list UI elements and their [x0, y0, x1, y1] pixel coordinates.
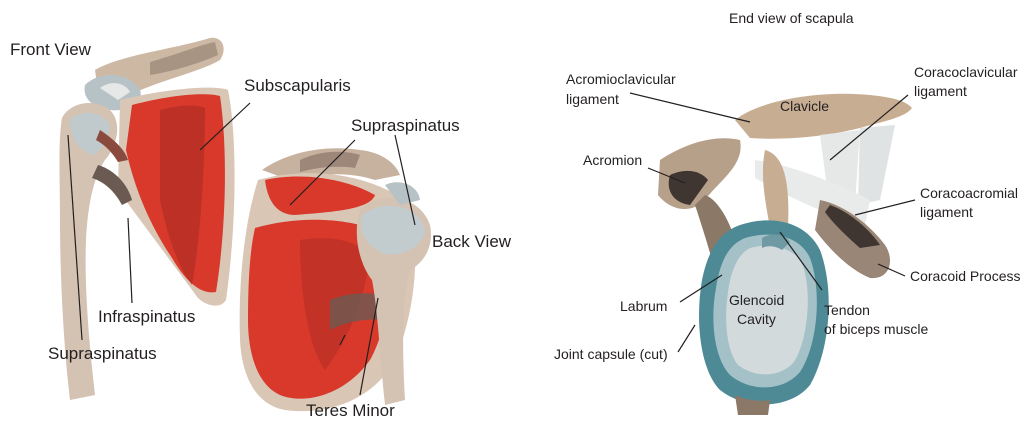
label-coracoclavicular-2: ligament — [914, 83, 967, 100]
label-coracoid-process: Coracoid Process — [910, 268, 1021, 285]
end-view-illustration — [658, 94, 912, 415]
label-labrum: Labrum — [620, 298, 667, 315]
label-tendon-2: of biceps muscle — [824, 321, 928, 338]
front-view-title: Front View — [10, 40, 91, 60]
back-view-title: Back View — [432, 232, 511, 252]
label-acromion: Acromion — [583, 152, 642, 169]
leader-front-infraspinatus — [128, 218, 132, 303]
leader-acromioclavicular — [630, 93, 750, 122]
label-glenoid-1: Glencoid — [729, 292, 784, 309]
label-joint-capsule: Joint capsule (cut) — [554, 346, 668, 363]
label-coracoacromial-2: ligament — [920, 204, 973, 221]
label-tendon-1: Tendon — [824, 302, 870, 319]
label-coracoacromial-1: Coracoacromial — [920, 185, 1018, 202]
label-clavicle: Clavicle — [780, 98, 829, 115]
label-subscapularis: Subscapularis — [244, 76, 351, 96]
leader-joint-capsule — [678, 325, 695, 352]
label-teres-minor: Teres Minor — [306, 401, 395, 421]
end-view-title: End view of scapula — [729, 10, 854, 27]
back-view-illustration — [240, 148, 431, 411]
label-glenoid-2: Cavity — [737, 311, 776, 328]
label-front-infraspinatus: Infraspinatus — [98, 307, 195, 327]
label-front-supraspinatus: Supraspinatus — [48, 344, 157, 364]
label-acromioclavicular-1: Acromioclavicular — [566, 71, 676, 88]
label-back-supraspinatus: Supraspinatus — [351, 116, 460, 136]
label-acromioclavicular-2: ligament — [566, 91, 619, 108]
label-coracoclavicular-1: Coracoclavicular — [914, 64, 1017, 81]
